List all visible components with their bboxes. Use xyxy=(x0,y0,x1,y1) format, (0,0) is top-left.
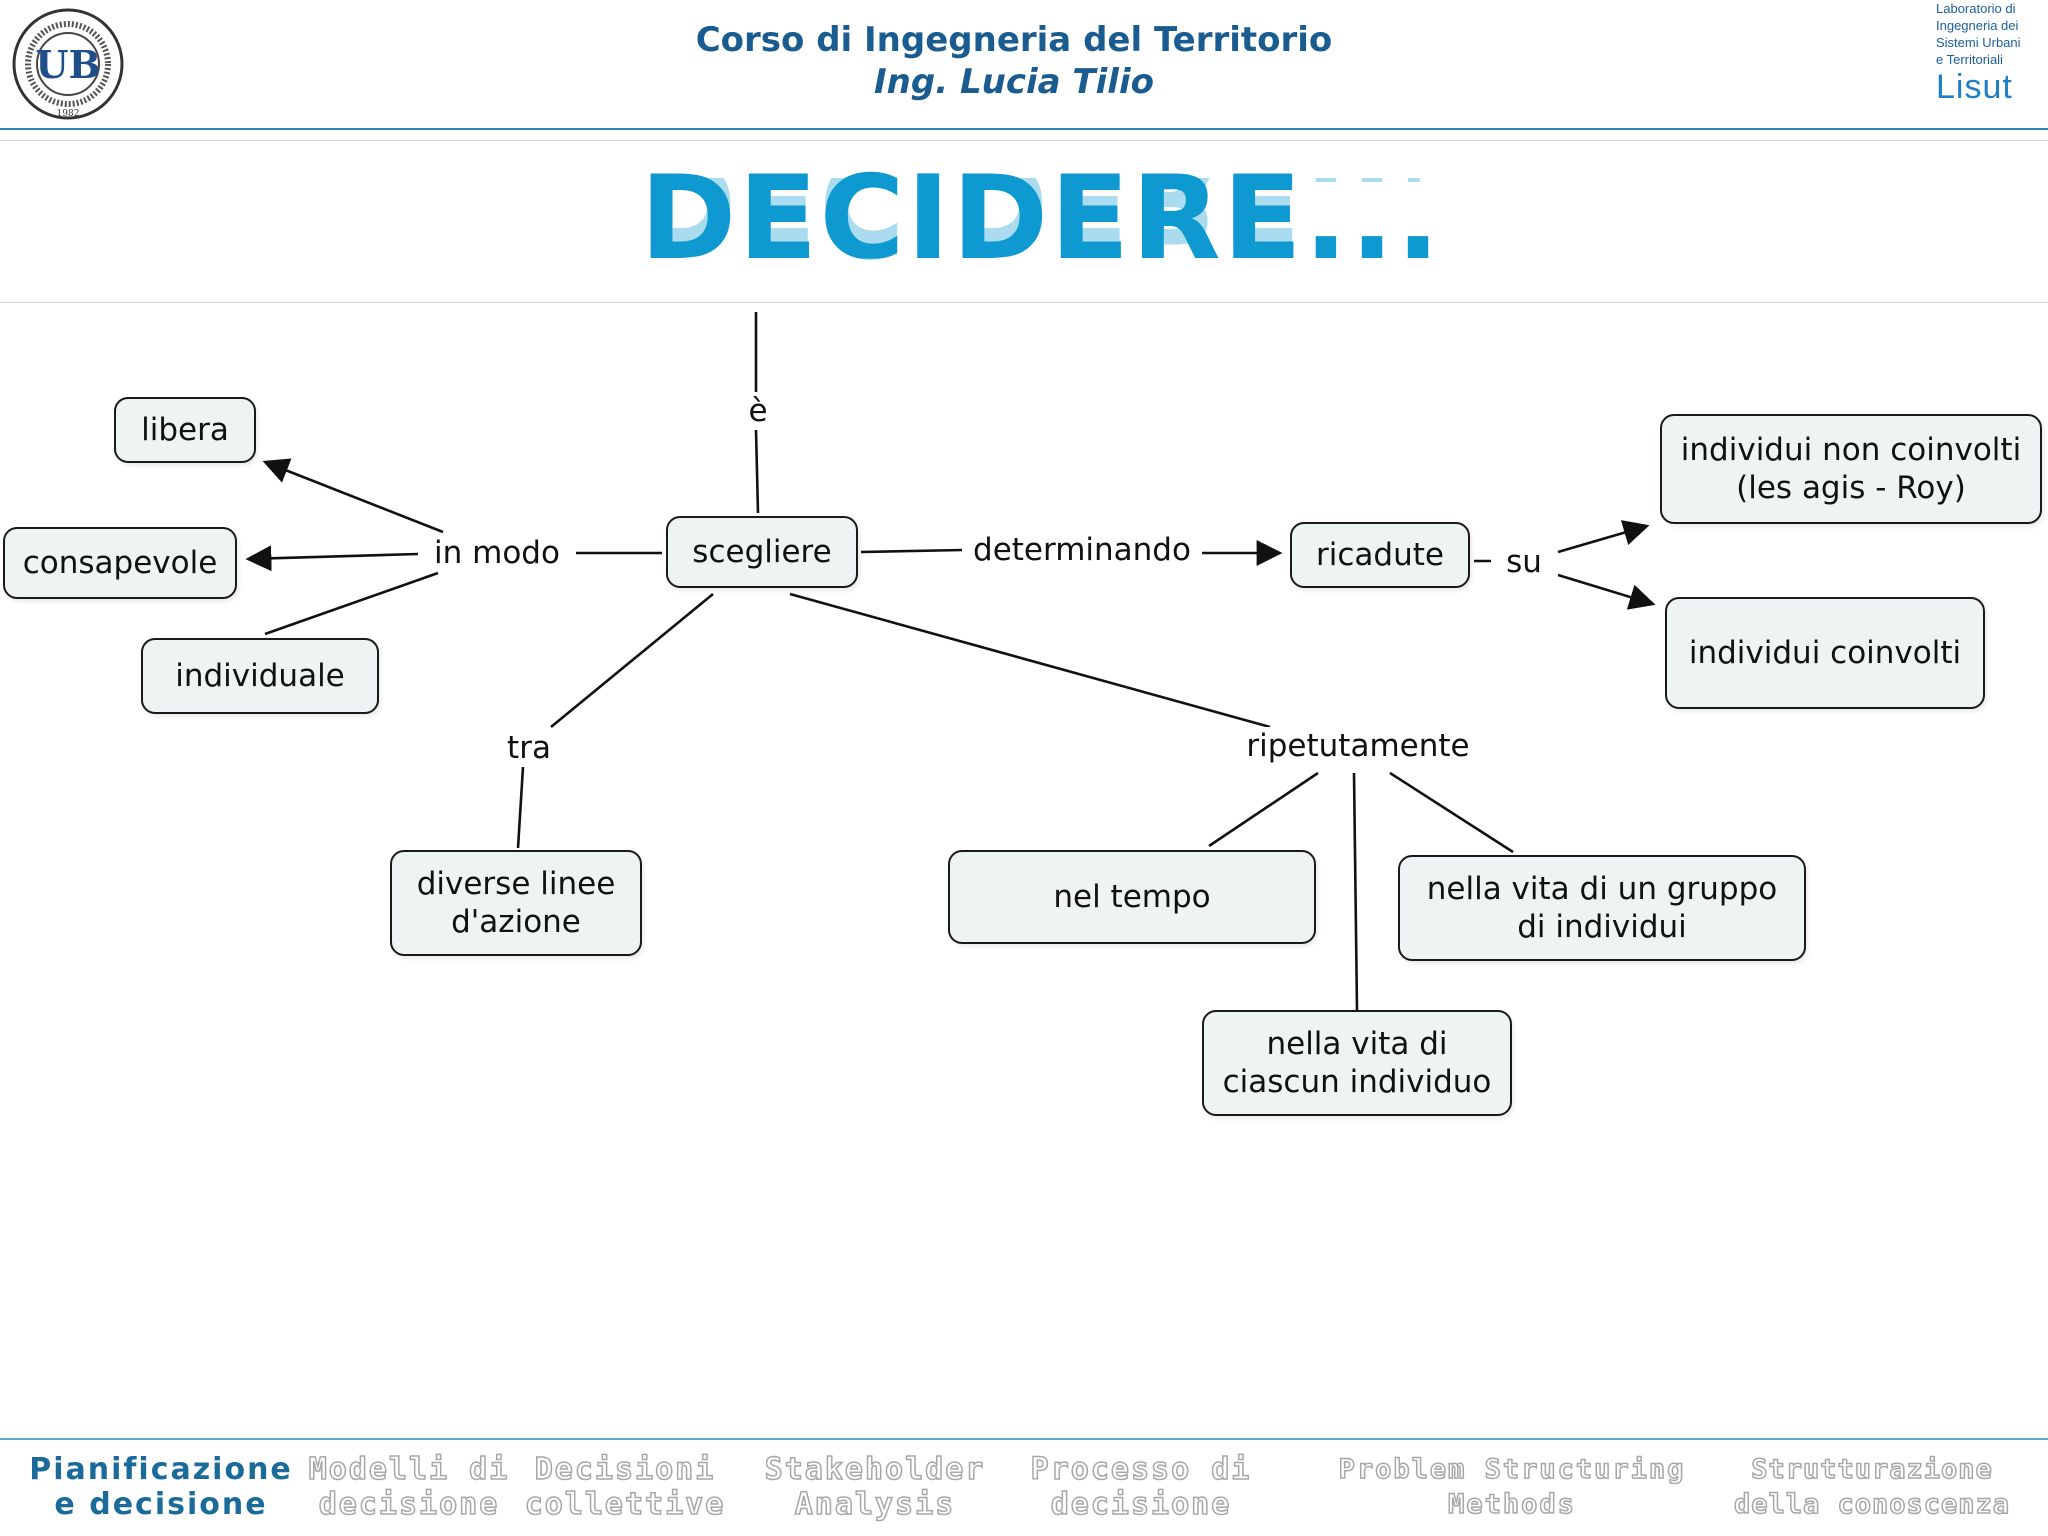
node-vita-ciascun[interactable]: nella vita di ciascun individuo xyxy=(1202,1010,1512,1116)
node-vita-gruppo[interactable]: nella vita di un gruppo di individui xyxy=(1398,855,1806,961)
lab-logo-mark: Lisut xyxy=(1936,68,2013,106)
node-libera[interactable]: libera xyxy=(114,397,256,463)
nav-label: decisione xyxy=(1050,1486,1232,1523)
university-logo: UB 1982 xyxy=(10,6,130,122)
link-scegliere-ripetutamente xyxy=(789,592,1271,729)
svg-text:UB: UB xyxy=(35,42,100,87)
nav-label: Stakeholder xyxy=(764,1451,986,1488)
header-divider xyxy=(0,128,2048,130)
node-individui-non-coinvolti[interactable]: individui non coinvolti (les agis - Roy) xyxy=(1660,414,2042,524)
svg-text:1982: 1982 xyxy=(57,109,80,119)
nav-label: decisione xyxy=(318,1486,500,1523)
node-individui-coinvolti[interactable]: individui coinvolti xyxy=(1665,597,1985,709)
node-ricadute[interactable]: ricadute xyxy=(1290,522,1470,588)
lab-logo-line: Laboratorio di xyxy=(1936,1,2016,16)
label-in-modo: in modo xyxy=(418,534,576,572)
node-consapevole[interactable]: consapevole xyxy=(3,527,237,599)
header-divider-thin xyxy=(0,140,2048,141)
nav-stakeholder-analysis[interactable]: Stakeholder Analysis xyxy=(740,1451,1010,1523)
label-tra: tra xyxy=(495,729,563,767)
reflection-fade xyxy=(630,258,1430,340)
nav-label: Pianificazione xyxy=(29,1452,293,1487)
title-divider xyxy=(0,302,2048,303)
label-e: è xyxy=(737,392,779,430)
nav-label: Modelli di xyxy=(308,1451,510,1488)
link-rip-ciascun xyxy=(1352,772,1359,1011)
link-rip-neltempo xyxy=(1208,771,1319,848)
node-individuale[interactable]: individuale xyxy=(141,638,379,714)
nav-label: e decisione xyxy=(54,1487,268,1522)
nav-decisioni-collettive[interactable]: Decisioni collettive xyxy=(520,1451,730,1523)
nav-label: Decisioni xyxy=(534,1451,716,1488)
slide-title: DECIDERE... xyxy=(640,151,1443,286)
link-tra-diverselinee xyxy=(516,766,525,849)
slide-header: UB 1982 Corso di Ingegneria del Territor… xyxy=(0,0,2048,132)
nav-label: Strutturazione xyxy=(1750,1453,1993,1486)
lab-logo: Laboratorio di Ingegneria dei Sistemi Ur… xyxy=(1932,0,2042,116)
nav-label: Problem Structuring xyxy=(1338,1453,1686,1486)
label-determinando: determinando xyxy=(962,531,1202,569)
node-scegliere[interactable]: scegliere xyxy=(666,516,858,588)
node-nel-tempo[interactable]: nel tempo xyxy=(948,850,1316,944)
nav-strutturazione-della-conoscenza[interactable]: Strutturazione della conoscenza xyxy=(1698,1452,2046,1522)
nav-problem-structuring-methods[interactable]: Problem Structuring Methods xyxy=(1282,1452,1742,1522)
lab-logo-line: Ingegneria dei xyxy=(1936,18,2019,33)
label-su: su xyxy=(1494,543,1554,581)
node-diverse-linee[interactable]: diverse linee d'azione xyxy=(390,850,642,956)
link-inmodo-libera xyxy=(262,458,444,534)
nav-pianificazione-e-decisione[interactable]: Pianificazione e decisione xyxy=(16,1452,306,1522)
link-su-coinvolti xyxy=(1557,573,1656,610)
nav-modelli-di-decisione[interactable]: Modelli di decisione xyxy=(304,1451,514,1523)
lab-logo-line: e Territoriali xyxy=(1936,52,2003,67)
link-scegliere-tra xyxy=(550,592,714,729)
nav-label: collettive xyxy=(524,1486,726,1523)
nav-label: Processo di xyxy=(1030,1451,1252,1488)
nav-processo-di-decisione[interactable]: Processo di decisione xyxy=(1020,1451,1262,1523)
nav-label: della conoscenza xyxy=(1733,1488,2011,1521)
footer-divider xyxy=(0,1438,2048,1440)
link-rip-gruppo xyxy=(1389,771,1514,854)
nav-label: Analysis xyxy=(794,1486,956,1523)
link-scegliere-determinando xyxy=(860,548,964,554)
link-inmodo-consapevole xyxy=(245,545,419,572)
lab-logo-line: Sistemi Urbani xyxy=(1936,35,2021,50)
link-inmodo-individuale xyxy=(264,571,439,636)
teacher-name: Ing. Lucia Tilio xyxy=(874,62,1154,102)
course-title: Corso di Ingegneria del Territorio xyxy=(695,20,1333,60)
nav-label: Methods xyxy=(1447,1488,1576,1521)
label-ripetutamente: ripetutamente xyxy=(1236,727,1480,765)
link-su-noncoinvolti xyxy=(1557,520,1650,554)
link-e-scegliere xyxy=(754,429,760,514)
